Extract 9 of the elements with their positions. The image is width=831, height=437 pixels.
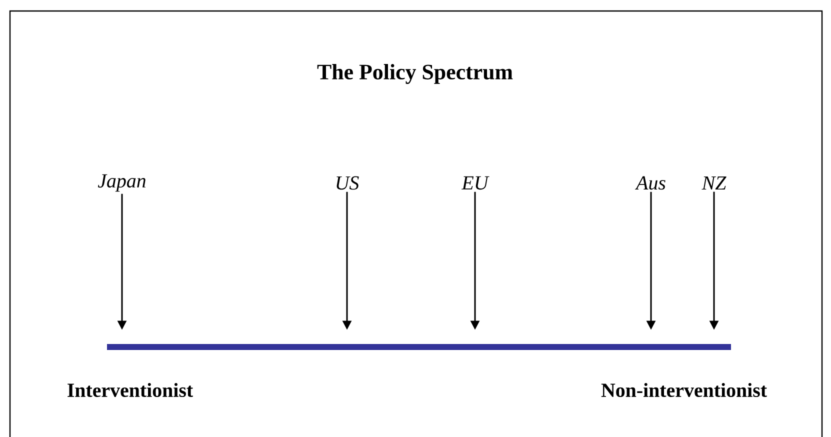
end-label: Interventionist <box>68 382 193 397</box>
title: The Policy Spectrum <box>317 64 513 84</box>
country-label: Aus <box>634 176 666 190</box>
end-label: Non-interventionist <box>601 382 767 397</box>
country-label: EU <box>462 176 490 190</box>
country-label: NZ <box>702 176 726 190</box>
country-label: US <box>336 176 359 190</box>
spectrum-bar <box>107 344 731 350</box>
country-label: Japan <box>98 174 146 192</box>
